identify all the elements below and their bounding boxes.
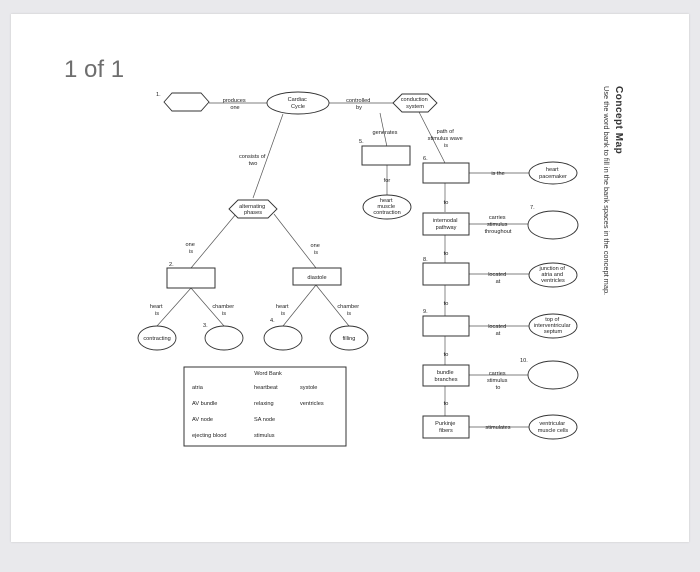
contracting-node [137,325,177,351]
blank-9-box[interactable] [422,315,470,337]
word-bank-item: AV node [192,417,213,423]
blank-number-10: 10. [520,358,528,364]
blank-number-1: 1. [156,92,161,98]
alternating-phases-label: alternating phases [239,204,267,216]
blank-8-box[interactable] [422,262,470,286]
word-bank-item: stimulus [254,433,275,439]
blank-4-ellipse[interactable] [263,325,303,351]
controlled-by-label: controlled by [346,98,372,111]
carries-to-label: carries stimulus to [487,371,509,391]
word-bank-item: AV bundle [192,401,217,407]
heart-is-label-right: heart is [276,304,290,317]
top-of-septum-label: top of interventricular septum [534,317,572,335]
one-is-label-right: one is [311,243,322,256]
one-is-label-left: one is [186,242,197,255]
blank-10-ellipse[interactable] [527,360,579,390]
word-bank-column-1: atria AV bundle AV node ejecting blood [192,385,227,439]
blank-number-4: 4. [270,318,275,324]
ventricular-muscle-cells-label: ventricular muscle cells [538,421,569,434]
word-bank-column-2: heartbeat relaxing SA node stimulus [254,385,278,439]
junction-label: junction of atria and ventricles [538,266,566,284]
word-bank-item: ejecting blood [192,433,227,439]
blank-7-ellipse[interactable] [527,210,579,240]
for-label: for [384,178,391,184]
bundle-branches-label: bundle branches [434,370,457,383]
carries-throughout-label: carries stimulus throughout [485,215,512,235]
heart-pacemaker-label: heart pacemaker [539,167,567,180]
filling-label: filling [343,336,356,342]
concept-map-instructions: Use the word bank to fill in the bank sp… [602,86,611,296]
to-label-5: to [444,401,449,407]
blank-number-7: 7. [530,205,535,211]
cardiac-cycle-label: Cardiac Cycle [288,97,309,110]
blank-2-box[interactable] [166,267,216,289]
blank-number-9: 9. [423,309,428,315]
page-indicator: 1 of 1 [64,56,125,83]
word-bank-item: heartbeat [254,385,278,391]
word-bank-item: atria [192,385,204,391]
filling-node [329,325,369,351]
consists-of-two-label: consists of two [239,154,267,167]
to-label-4: to [444,352,449,358]
connector-lines [156,102,529,428]
stimulates-label: stimulates [485,425,510,431]
blank-1-hexagon[interactable] [163,92,210,112]
heart-muscle-contraction-node [362,194,412,220]
to-label-2: to [444,251,449,257]
blank-number-2: 2. [169,262,174,268]
path-of-stimulus-label: path of stimulus wave is [428,129,465,149]
word-bank-column-3: systole ventricles [300,385,324,407]
chamber-is-label-left: chamber is [212,304,235,317]
blank-5-box[interactable] [361,145,411,166]
alternating-phases-node [228,199,278,219]
word-bank-item: relaxing [254,401,274,407]
blank-number-6: 6. [423,156,428,162]
is-the-label: is the [491,171,504,177]
diastole-label: diastole [307,275,326,281]
top-of-septum-node [528,313,578,339]
bundle-branches-node [422,364,470,387]
word-bank-box [183,366,347,447]
heart-pacemaker-node [528,161,578,185]
contracting-label: contracting [143,336,170,342]
blank-6-box[interactable] [422,162,470,184]
to-label-3: to [444,301,449,307]
heart-muscle-contraction-label: heart muscle contraction [373,198,400,216]
produces-one-label: produces one [223,98,248,111]
purkinje-fibers-label: Purkinje fibers [435,421,457,434]
blank-number-3: 3. [203,323,208,329]
word-bank-item: SA node [254,417,275,423]
word-bank-item: systole [300,385,317,391]
generates-label: generates [373,130,398,136]
cardiac-cycle-node [266,91,330,115]
concept-map-title: Concept Map [613,86,624,155]
chamber-is-label-right: chamber is [337,304,360,317]
internodal-pathway-label: internodal pathway [433,218,459,231]
conduction-system-label: conduction system [401,97,430,110]
conduction-system-node [392,93,438,113]
concept-map-heading: Concept Map Use the word bank to fill in… [602,86,624,295]
blank-3-ellipse[interactable] [204,325,244,351]
to-label-1: to [444,200,449,206]
purkinje-fibers-node [422,415,470,439]
ventricular-muscle-cells-node [528,414,578,440]
located-at-label-1: located at [488,272,508,285]
blank-number-5: 5. [359,139,364,145]
located-at-label-2: located at [488,324,508,337]
diastole-node [292,267,342,286]
heart-is-label-left: heart is [150,304,164,317]
internodal-pathway-node [422,212,470,236]
blank-number-8: 8. [423,257,428,263]
word-bank-title: Word Bank [254,371,282,377]
junction-node [528,262,578,288]
word-bank-item: ventricles [300,401,324,407]
